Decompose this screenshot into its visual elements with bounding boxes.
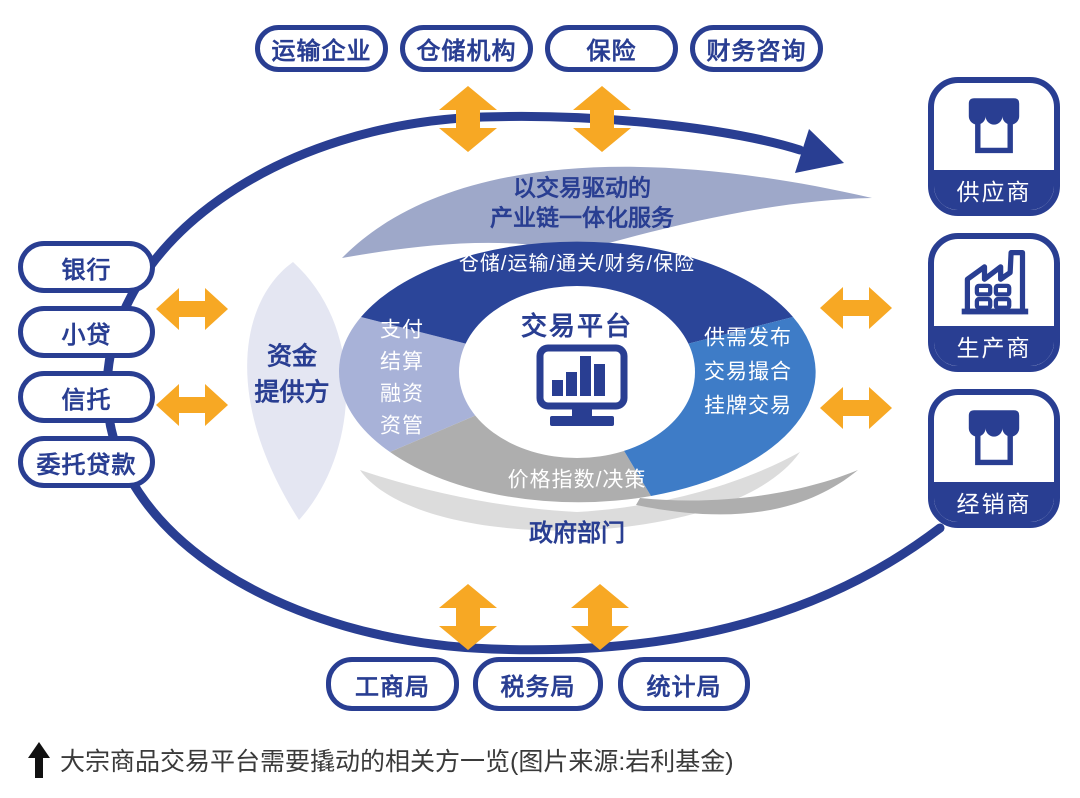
exchange-arrow-left-upper-icon: [156, 288, 228, 330]
box-label: 信托: [61, 386, 112, 414]
ring-left-line: 资管: [380, 414, 424, 438]
card-label: 供应商: [934, 170, 1054, 210]
ring-top-label: 仓储/运输/通关/财务/保险: [458, 253, 696, 275]
ring-right-line: 交易撮合: [704, 360, 792, 384]
top-crescent-line: 产业链一体化服务: [490, 204, 674, 231]
box-insurance: 保险: [545, 25, 678, 72]
box-label: 运输企业: [271, 38, 372, 65]
top-crescent-shape: [342, 166, 872, 258]
box-microloan: 小贷: [18, 306, 155, 358]
box-label: 统计局: [646, 673, 722, 701]
ring-bottom-label: 价格指数/决策: [507, 468, 647, 492]
monitor-bar-chart-icon: [536, 344, 628, 426]
box-industry-commerce-bureau: 工商局: [326, 657, 459, 711]
exchange-arrow-top-left-icon: [439, 86, 497, 152]
box-label: 小贷: [61, 321, 112, 349]
exchange-arrow-left-lower-icon: [156, 384, 228, 426]
storefront-icon: [968, 409, 1020, 465]
box-transport-company: 运输企业: [255, 25, 388, 72]
box-label: 委托贷款: [36, 451, 137, 479]
grey-tail-shape: [636, 470, 858, 515]
box-label: 税务局: [500, 673, 576, 701]
card-distributor: 经销商: [928, 389, 1060, 528]
exchange-arrow-top-right-icon: [573, 86, 631, 152]
box-bank: 银行: [18, 241, 155, 293]
card-supplier: 供应商: [928, 77, 1060, 216]
box-label: 保险: [586, 38, 637, 65]
ring-left-line: 支付: [380, 318, 424, 342]
exchange-arrow-right-upper-icon: [820, 287, 892, 329]
bottom-crescent-label: 政府部门: [529, 520, 625, 547]
card-icon-area: [934, 83, 1054, 170]
card-label: 经销商: [934, 482, 1054, 522]
ring-right-line: 挂牌交易: [704, 394, 792, 418]
box-label: 财务咨询: [706, 38, 807, 65]
box-label: 仓储机构: [416, 38, 517, 65]
exchange-arrow-bottom-left-icon: [439, 584, 497, 650]
funding-provider-line: 资金: [266, 342, 318, 371]
box-label: 银行: [61, 256, 112, 284]
caption: 大宗商品交易平台需要撬动的相关方一览(图片来源:岩利基金): [28, 742, 734, 778]
ecosystem-arc-arrowhead-icon: [795, 129, 844, 173]
caption-text: 大宗商品交易平台需要撬动的相关方一览(图片来源:岩利基金): [60, 748, 734, 776]
storefront-icon: [968, 97, 1020, 153]
factory-icon: [961, 249, 1029, 314]
ring-right-line: 供需发布: [704, 326, 792, 350]
ring-left-line: 结算: [380, 350, 424, 374]
box-entrusted-loan: 委托贷款: [18, 436, 155, 488]
box-trust: 信托: [18, 371, 155, 423]
card-icon-area: [934, 239, 1054, 326]
box-warehouse-institution: 仓储机构: [400, 25, 533, 72]
ring-left-line: 融资: [380, 382, 424, 406]
up-arrow-icon: [28, 742, 50, 778]
box-finance-consulting: 财务咨询: [690, 25, 823, 72]
funding-lens-shape: [247, 262, 347, 520]
exchange-arrow-bottom-right-icon: [571, 584, 629, 650]
card-label: 生产商: [934, 326, 1054, 366]
funding-provider-line: 提供方: [254, 378, 330, 407]
center-platform-title: 交易平台: [520, 311, 634, 341]
exchange-arrow-right-lower-icon: [820, 387, 892, 429]
box-statistics-bureau: 统计局: [618, 657, 750, 711]
box-label: 工商局: [355, 673, 430, 701]
top-crescent-line: 以交易驱动的: [513, 174, 651, 201]
box-tax-bureau: 税务局: [473, 657, 603, 711]
card-icon-area: [934, 395, 1054, 482]
card-producer: 生产商: [928, 233, 1060, 372]
ring-segment-left: [339, 317, 577, 452]
